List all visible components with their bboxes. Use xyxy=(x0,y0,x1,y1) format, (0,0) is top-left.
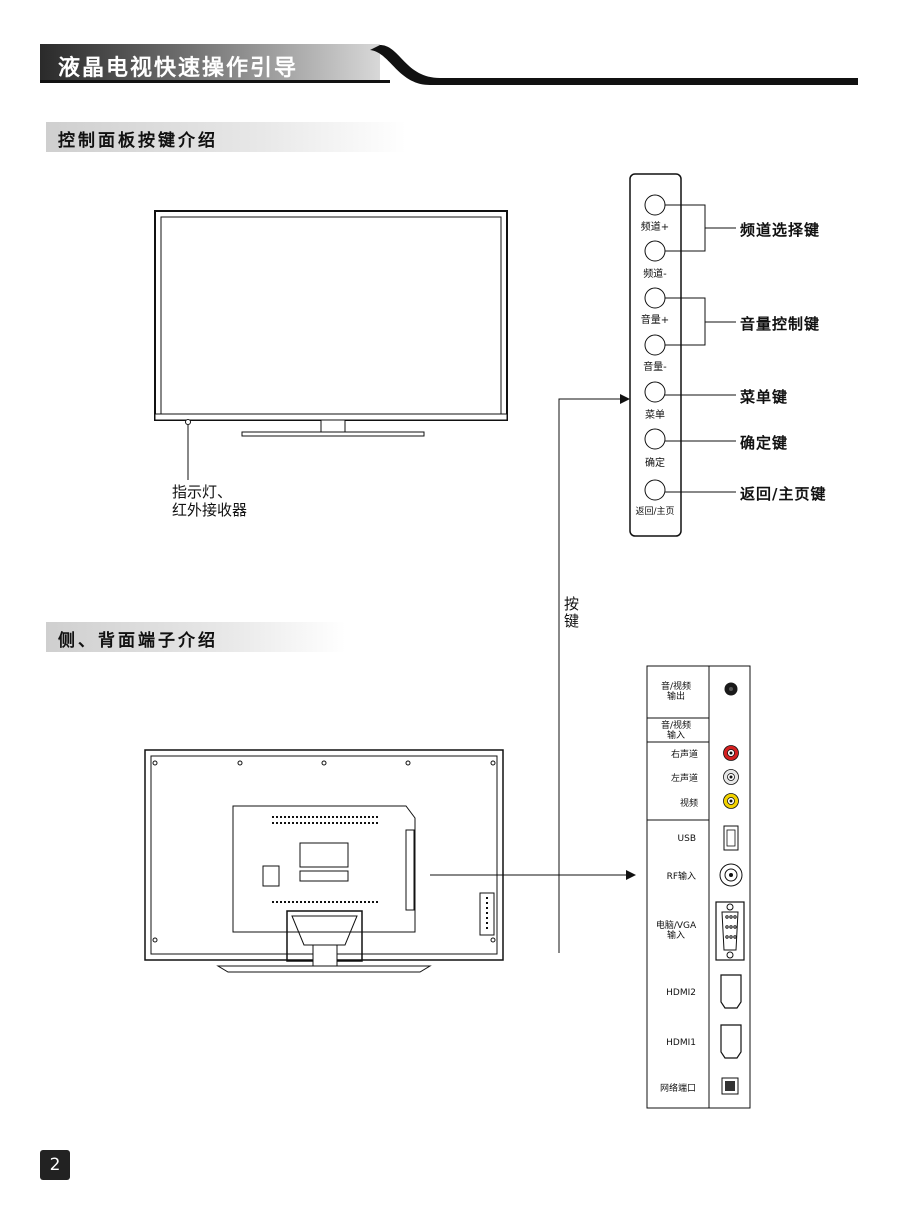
terminal-av-out-line2: 输出 xyxy=(666,692,685,702)
key-panel-illustration xyxy=(558,173,736,953)
page-number: 2 xyxy=(40,1150,70,1180)
group-label-channel: 频道选择键 xyxy=(740,221,821,239)
indicator-label: 指示灯、 红外接收器 xyxy=(172,483,247,519)
terminal-usb-label: USB xyxy=(677,834,696,844)
terminal-hdmi2-label: HDMI2 xyxy=(666,988,696,998)
key-label-channel-down: 频道- xyxy=(643,269,667,280)
section-front-title: 控制面板按键介绍 xyxy=(58,131,218,151)
key-label-menu: 菜单 xyxy=(645,410,665,421)
side-keys-label: 按 键 xyxy=(564,596,579,630)
header-banner xyxy=(40,44,380,82)
key-label-volume-down: 音量- xyxy=(643,362,667,373)
key-label-channel-up: 频道+ xyxy=(640,222,670,233)
section-front-banner xyxy=(46,122,406,152)
tv-front-illustration xyxy=(154,210,508,480)
terminal-av-out-label: 音/视频 输出 xyxy=(648,682,704,702)
key-label-ok: 确定 xyxy=(645,458,665,469)
terminal-hdmi1-label: HDMI1 xyxy=(666,1038,696,1048)
terminal-video-label: 视频 xyxy=(679,799,698,809)
section-back-title: 侧、背面端子介绍 xyxy=(58,631,218,651)
section-back-banner xyxy=(46,622,346,652)
page-title: 液晶电视快速操作引导 xyxy=(58,56,299,81)
group-label-volume: 音量控制键 xyxy=(740,315,821,333)
group-label-menu: 菜单键 xyxy=(740,388,789,406)
terminal-left-audio-label: 左声道 xyxy=(670,774,698,784)
terminal-av-out-line1: 音/视频 xyxy=(660,682,692,692)
group-label-ok: 确定键 xyxy=(740,434,789,452)
indicator-label-line2: 红外接收器 xyxy=(172,501,248,519)
terminal-av-in-label: 音/视频 输入 xyxy=(648,721,704,741)
tv-back-illustration xyxy=(144,749,636,973)
terminal-vga-label: 电脑/VGA 输入 xyxy=(648,921,704,941)
key-label-volume-up: 音量+ xyxy=(640,315,670,326)
terminal-rf-label: RF输入 xyxy=(666,872,696,882)
terminal-av-in-line2: 输入 xyxy=(666,731,685,741)
terminal-right-audio-label: 右声道 xyxy=(670,750,698,760)
terminal-lan-label: 网络端口 xyxy=(659,1084,696,1094)
indicator-label-line1: 指示灯、 xyxy=(172,483,233,501)
group-label-back-home: 返回/主页键 xyxy=(740,485,827,503)
terminal-panel-illustration xyxy=(646,665,751,1109)
terminal-vga-line1: 电脑/VGA xyxy=(655,921,697,931)
key-label-back-home: 返回/主页 xyxy=(635,507,675,517)
side-keys-label-line1: 按 xyxy=(564,595,580,613)
terminal-vga-line2: 输入 xyxy=(666,931,685,941)
header-swoosh xyxy=(370,45,858,85)
terminal-av-in-line1: 音/视频 xyxy=(660,721,692,731)
side-keys-label-line2: 键 xyxy=(564,612,580,630)
